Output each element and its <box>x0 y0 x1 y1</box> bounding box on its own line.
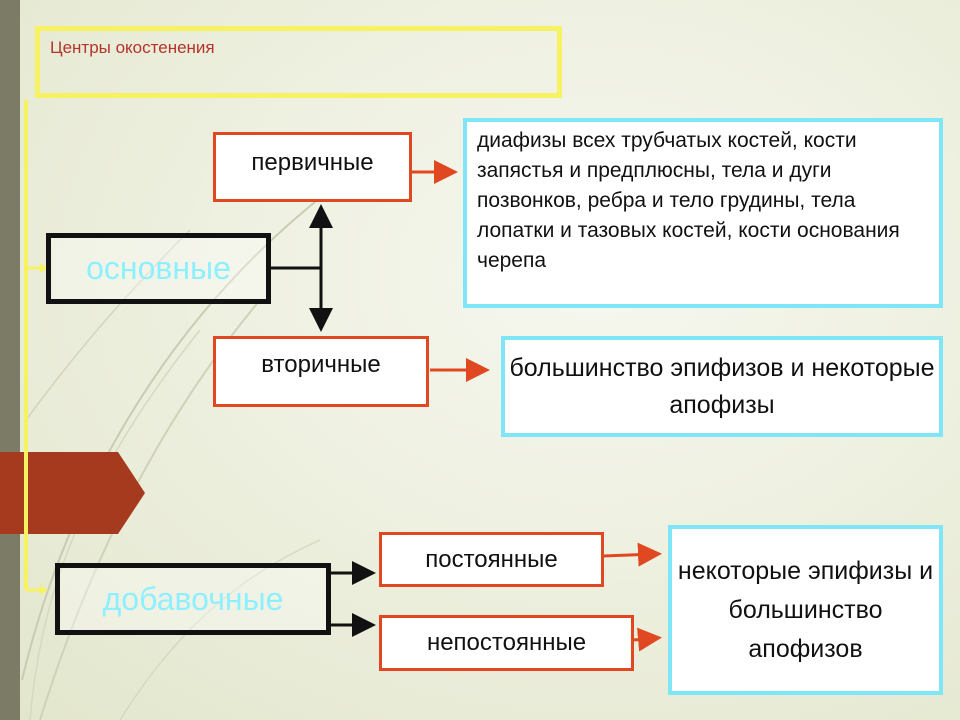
primary-description-box: диафизы всех трубчатых костей, кости зап… <box>463 118 943 308</box>
extra-centers-label: добавочные <box>102 580 284 617</box>
nonpermanent-box: непостоянные <box>379 615 634 671</box>
title-box: Центры окостенения <box>35 26 562 98</box>
extra-centers-box: добавочные <box>55 563 331 635</box>
primary-label: первичные <box>251 149 374 176</box>
extra-description-box: некоторые эпифизы и большинство апофизов <box>668 525 943 695</box>
nonpermanent-label: непостоянные <box>426 629 587 656</box>
left-sidebar-strip <box>0 0 20 720</box>
nonpermanent-arrow <box>632 627 662 652</box>
secondary-box: вторичные <box>213 336 429 407</box>
slide-title: Центры окостенения <box>50 38 215 57</box>
secondary-label: вторичные <box>261 351 381 378</box>
permanent-label: постоянные <box>425 545 558 573</box>
main-centers-label: основные <box>86 250 231 286</box>
secondary-description-box: большинство эпифизов и некоторые апофизы <box>501 336 943 437</box>
decorative-tab <box>0 452 145 534</box>
primary-box: первичные <box>213 132 412 202</box>
permanent-box: постоянные <box>379 532 604 587</box>
permanent-arrow <box>602 542 662 567</box>
secondary-description: большинство эпифизов и некоторые апофизы <box>509 353 935 419</box>
primary-description: диафизы всех трубчатых костей, кости зап… <box>477 129 900 272</box>
extra-description: некоторые эпифизы и большинство апофизов <box>677 556 934 663</box>
main-centers-box: основные <box>46 233 271 304</box>
